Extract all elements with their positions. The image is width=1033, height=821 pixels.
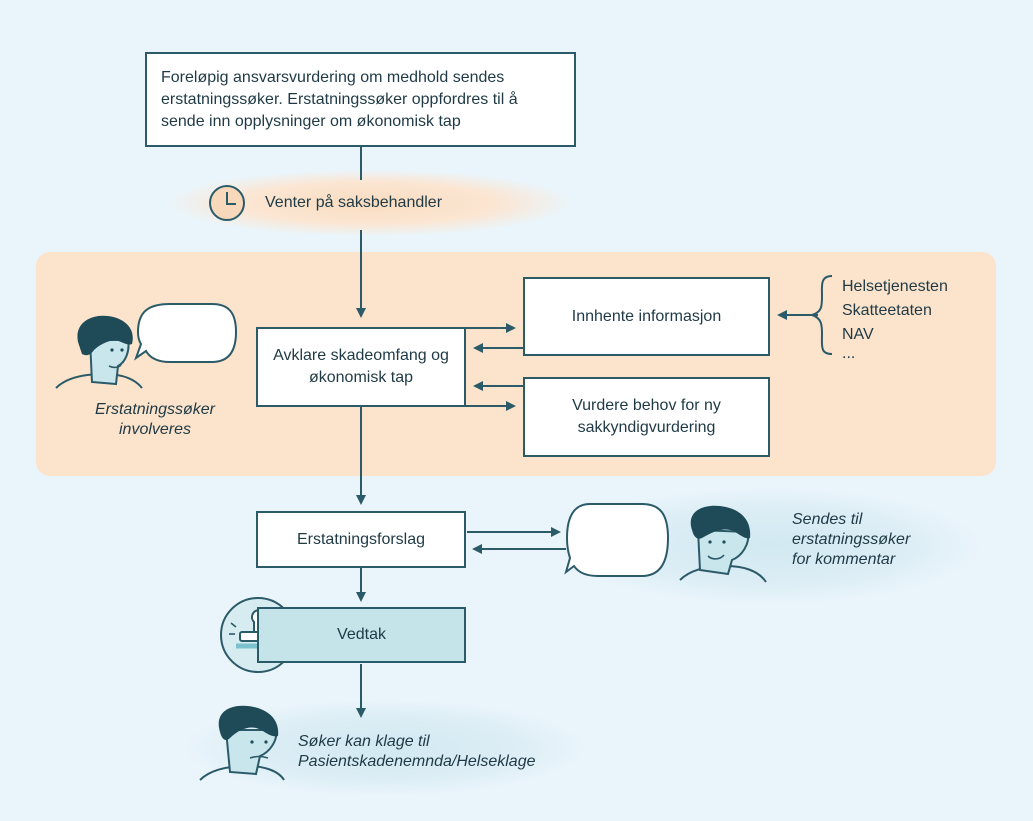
clarify-box: Avklare skadeomfang og økonomisk tap <box>256 327 466 407</box>
sent-for-comment-caption: Sendes til erstatningssøker for kommenta… <box>792 511 911 568</box>
sources-list: Helsetjenesten Skatteetaten NAV ... <box>842 275 948 371</box>
proposal-box: Erstatningsforslag <box>256 511 466 568</box>
assess-box: Vurdere behov for ny sakkyndigvurdering <box>523 377 770 457</box>
sources-brace <box>808 275 833 355</box>
source-item: NAV <box>842 326 874 343</box>
top-box: Foreløpig ansvarsvurdering om medhold se… <box>145 52 576 147</box>
decision-box: Vedtak <box>257 607 466 663</box>
gather-box: Innhente informasjon <box>523 277 770 356</box>
gather-box-text: Innhente informasjon <box>571 307 722 325</box>
clock-icon <box>209 185 245 221</box>
person-icon <box>199 705 285 781</box>
source-item: ... <box>842 345 856 362</box>
source-item: Skatteetaten <box>842 302 932 319</box>
wait-label: Venter på saksbehandler <box>265 194 443 211</box>
person-icon <box>55 315 143 389</box>
source-item: Helsetjenesten <box>842 278 948 295</box>
decision-box-text: Vedtak <box>337 626 386 643</box>
proposal-box-text: Erstatningsforslag <box>296 530 426 548</box>
involvement-band <box>36 252 996 476</box>
applicant-involved-caption: Erstatningssøker involveres <box>94 401 216 438</box>
clarify-box-text: Avklare skadeomfang og økonomisk tap <box>273 347 449 386</box>
appeal-caption: Søker kan klage til Pasientskadenemnda/H… <box>298 733 536 770</box>
speech-bubble-icon <box>134 303 238 363</box>
person-icon <box>679 505 767 583</box>
top-box-text: Foreløpig ansvarsvurdering om medhold se… <box>161 68 518 130</box>
speech-bubble-icon <box>564 503 670 577</box>
assess-box-text: Vurdere behov for ny sakkyndigvurdering <box>572 397 721 436</box>
